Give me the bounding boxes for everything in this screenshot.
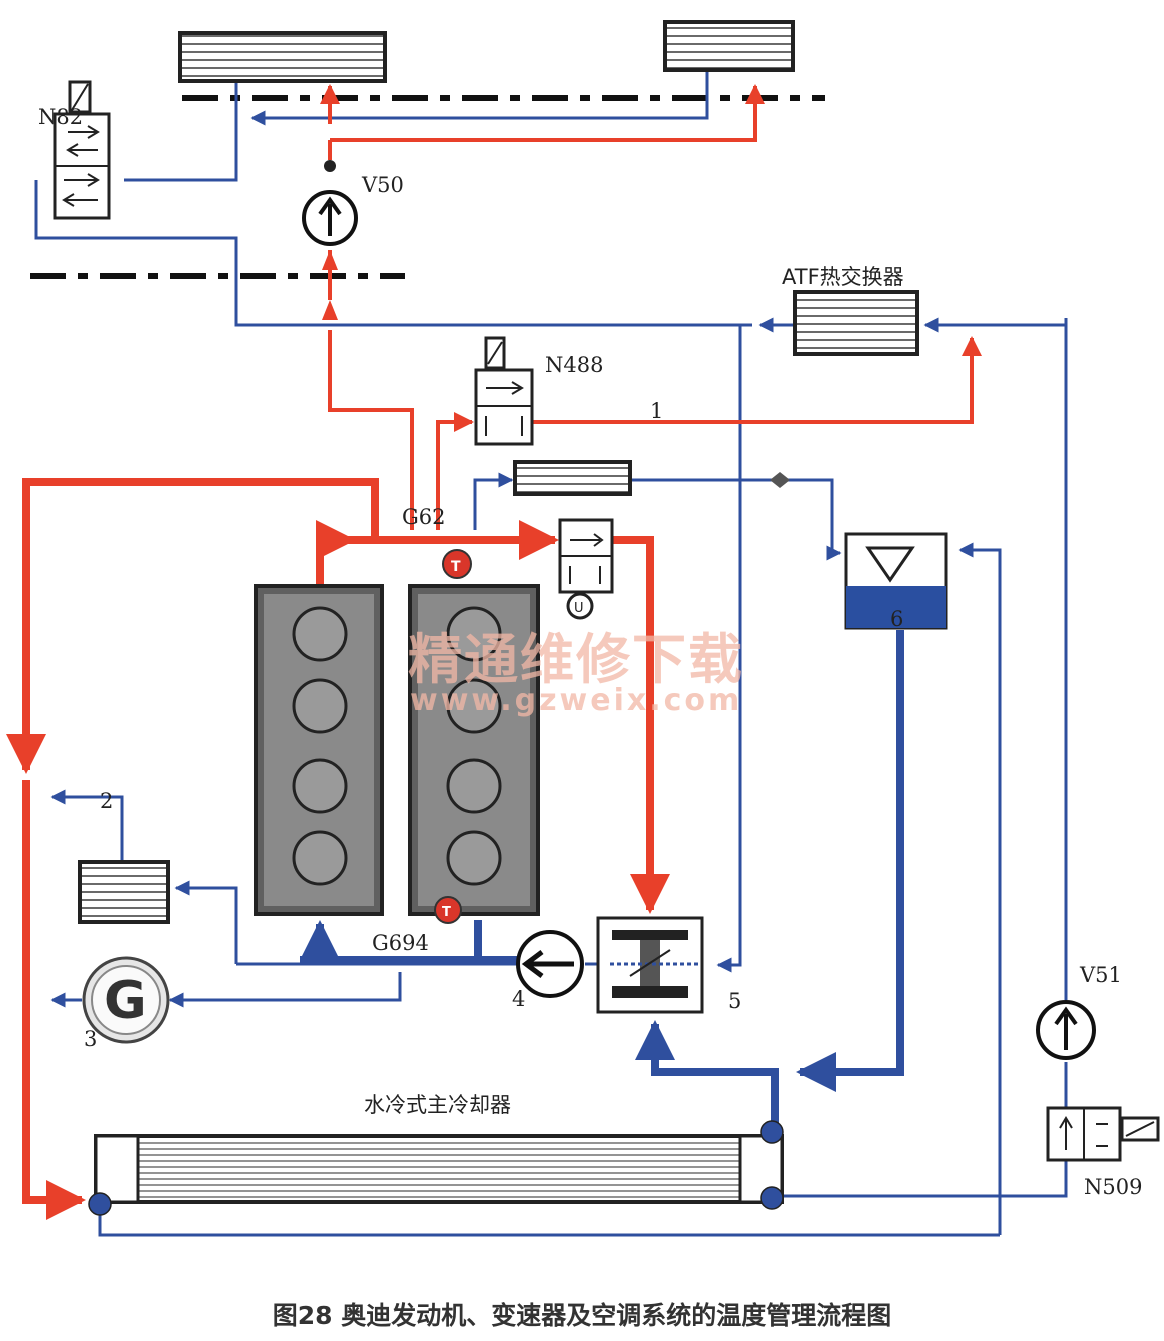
- hot-arrowheads: [322, 250, 338, 320]
- n82-valve: [53, 80, 111, 220]
- boundary-lines: [30, 95, 825, 279]
- label-3: 3: [84, 1027, 97, 1051]
- cold-coolant-lines: [34, 70, 1068, 1237]
- label-1: 1: [650, 399, 663, 423]
- svg-text:T: T: [451, 559, 461, 575]
- atf-heat-exchanger: [793, 290, 919, 356]
- watermark-line2: www.gzweix.com: [410, 683, 742, 718]
- label-4: 4: [512, 987, 525, 1011]
- watermark-line1: 精通维修下载: [408, 628, 744, 691]
- v50-pump: [302, 160, 358, 246]
- hot-thick-lines: [6, 478, 670, 1220]
- coolant-pump-4: [516, 930, 584, 998]
- svg-text:T: T: [442, 905, 451, 920]
- hot-coolant-lines: [320, 84, 982, 530]
- label-g62: G62: [402, 505, 446, 529]
- label-n509: N509: [1084, 1175, 1142, 1199]
- heater-core-left: [178, 31, 387, 83]
- label-n82: N82: [38, 105, 83, 129]
- figure-caption: 图28 奥迪发动机、变速器及空调系统的温度管理流程图: [272, 1301, 892, 1330]
- g694-temperature-sensor: T: [434, 896, 462, 924]
- label-main-cooler: 水冷式主冷却器: [364, 1093, 511, 1117]
- label-v51: V51: [1079, 963, 1122, 987]
- v51-pump: [1036, 1000, 1096, 1060]
- g62-temperature-sensor: T: [442, 549, 472, 579]
- check-valve: [770, 472, 790, 488]
- svg-text:G: G: [104, 971, 147, 1031]
- label-g694: G694: [372, 931, 429, 955]
- alternator-3: G: [82, 956, 170, 1044]
- label-n488: N488: [545, 353, 603, 377]
- label-atf: ATF热交换器: [782, 265, 904, 289]
- engine-bank-left: [254, 584, 384, 916]
- svg-text:U: U: [574, 601, 584, 616]
- heater-core-right: [663, 20, 795, 72]
- n509-valve: [1046, 1106, 1160, 1162]
- expansion-reservoir: [844, 532, 948, 630]
- label-6: 6: [890, 607, 903, 631]
- small-radiator-2: [78, 860, 170, 924]
- label-5: 5: [728, 989, 741, 1013]
- thermostat-5: [596, 916, 704, 1014]
- auxiliary-cooler: [513, 460, 632, 496]
- label-v50: V50: [361, 173, 404, 197]
- engine-bank-right: [408, 584, 540, 916]
- map-thermostat-valve: U: [558, 518, 614, 620]
- label-2: 2: [100, 789, 113, 813]
- n488-valve: [474, 336, 534, 446]
- main-water-cooler: [88, 1120, 784, 1216]
